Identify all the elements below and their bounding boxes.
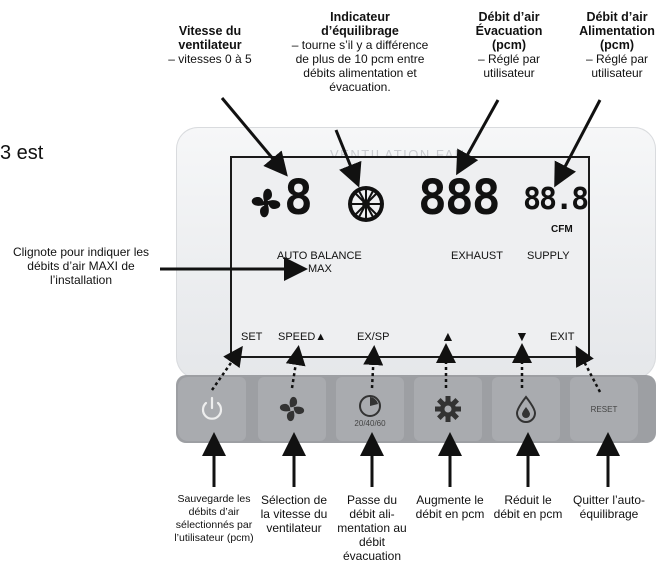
- arrow-exit-dashed: [575, 345, 602, 393]
- label-increase: Augmente le débit en pcm: [415, 493, 485, 521]
- arrow-fan-speed: [220, 97, 288, 177]
- key-up-label: ▲: [441, 328, 455, 344]
- arrow-supply: [554, 99, 602, 188]
- drop-icon: [515, 395, 537, 423]
- callout-fan-speed-title: Vitesse du ventilateur: [178, 24, 242, 52]
- side-text: 3 est: [0, 142, 44, 164]
- label-exsp: Passe du débit ali- mentation au débit é…: [337, 493, 407, 563]
- callout-balance-title: Indicateur d’équilibrage: [321, 10, 399, 38]
- callout-balance: Indicateur d’équilibrage – tourne s’il y…: [290, 10, 430, 94]
- key-speed-label: SPEED▲: [278, 331, 327, 343]
- down-button[interactable]: [492, 377, 560, 441]
- callout-supply: Débit d’air Alimentation (pcm) – Réglé p…: [570, 10, 664, 80]
- callout-exhaust: Débit d’air Évacuation (pcm) – Réglé par…: [458, 10, 560, 80]
- arrow-exsp-dashed: [363, 345, 384, 389]
- label-speed-select: Sélection de la vitesse du ventilateur: [260, 493, 328, 535]
- arrow-exhaust: [456, 99, 500, 176]
- exhaust-label: EXHAUST: [451, 250, 503, 262]
- exsp-button[interactable]: 20/40/60: [336, 377, 404, 441]
- fan-icon: [251, 188, 281, 218]
- callout-balance-desc: – tourne s’il y a différence de plus de …: [291, 38, 429, 94]
- arrow-balance: [334, 129, 362, 188]
- label-save: Sauvegarde les débits d’air sélectionnés…: [174, 493, 254, 544]
- callout-exhaust-desc: – Réglé par utilisateur: [477, 52, 541, 80]
- label-exit: Quitter l’auto- équilibrage: [572, 493, 646, 521]
- label-decrease: Réduit le débit en pcm: [493, 493, 563, 521]
- supply-label: SUPPLY: [527, 250, 570, 262]
- callout-fan-speed: Vitesse du ventilateur – vitesses 0 à 5: [160, 24, 260, 66]
- arrow-set-dashed: [210, 345, 243, 391]
- callout-max: Clignote pour indiquer les débits d’air …: [2, 245, 160, 287]
- speed-digit: 8: [284, 170, 313, 226]
- arrow-speed-dashed: [285, 345, 306, 389]
- exsp-sub-label: 20/40/60: [354, 418, 386, 428]
- callout-supply-desc: – Réglé par utilisateur: [585, 52, 649, 80]
- key-exsp-label: EX/SP: [357, 331, 390, 343]
- fan-button-icon: [279, 396, 305, 422]
- callout-max-desc: Clignote pour indiquer les débits d’air …: [12, 245, 150, 287]
- reset-label: RESET: [590, 404, 618, 414]
- key-set-label: SET: [241, 331, 263, 343]
- key-down-label: ▼: [515, 328, 529, 344]
- callout-fan-speed-desc: – vitesses 0 à 5: [168, 52, 252, 66]
- gear-icon: [435, 396, 461, 422]
- power-icon: [201, 396, 223, 420]
- balance-wheel-icon: [348, 186, 384, 222]
- timer-icon: [359, 394, 381, 417]
- up-button[interactable]: [414, 377, 482, 441]
- callout-exhaust-title: Débit d’air Évacuation (pcm): [475, 10, 543, 52]
- max-label: MAX: [308, 263, 332, 275]
- cfm-unit: CFM: [551, 224, 573, 235]
- reset-button[interactable]: RESET: [570, 377, 638, 441]
- exhaust-digits: 888: [418, 170, 501, 226]
- key-exit-label: EXIT: [550, 331, 575, 343]
- set-button[interactable]: [178, 377, 246, 441]
- supply-digits: 88.8: [523, 182, 589, 217]
- callout-supply-title: Débit d’air Alimentation (pcm): [579, 10, 655, 52]
